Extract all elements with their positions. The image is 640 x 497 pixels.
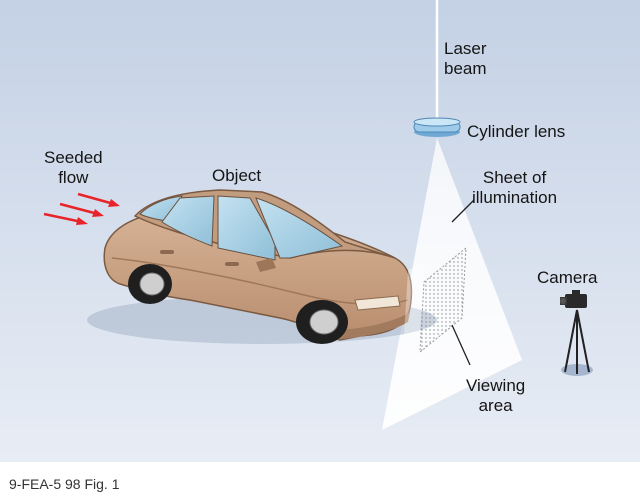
camera-label: Camera	[537, 268, 598, 287]
viewing-area-label: Viewing area	[466, 376, 526, 415]
seeded-flow-label: Seeded flow	[44, 148, 103, 187]
car-object	[103, 189, 413, 344]
sheet-overlay	[404, 262, 425, 336]
viewing-area	[419, 246, 467, 354]
laser-beam-label: Laser beam	[444, 39, 487, 78]
leader-lines	[451, 199, 475, 366]
sheet-of-illumination-label: Sheet of illumination	[472, 168, 558, 207]
viewing-area-leader-line	[451, 324, 471, 366]
caption-strip	[0, 462, 640, 497]
cylinder-lens	[413, 117, 461, 137]
figure-caption: 9-FEA-5 98 Fig. 1	[9, 476, 120, 492]
object-label: Object	[212, 166, 262, 185]
sheet-leader-line	[451, 199, 475, 223]
seeded-flow-arrows	[43, 192, 120, 225]
camera-on-tripod-icon	[560, 290, 593, 376]
cylinder-lens-label: Cylinder lens	[467, 122, 566, 141]
